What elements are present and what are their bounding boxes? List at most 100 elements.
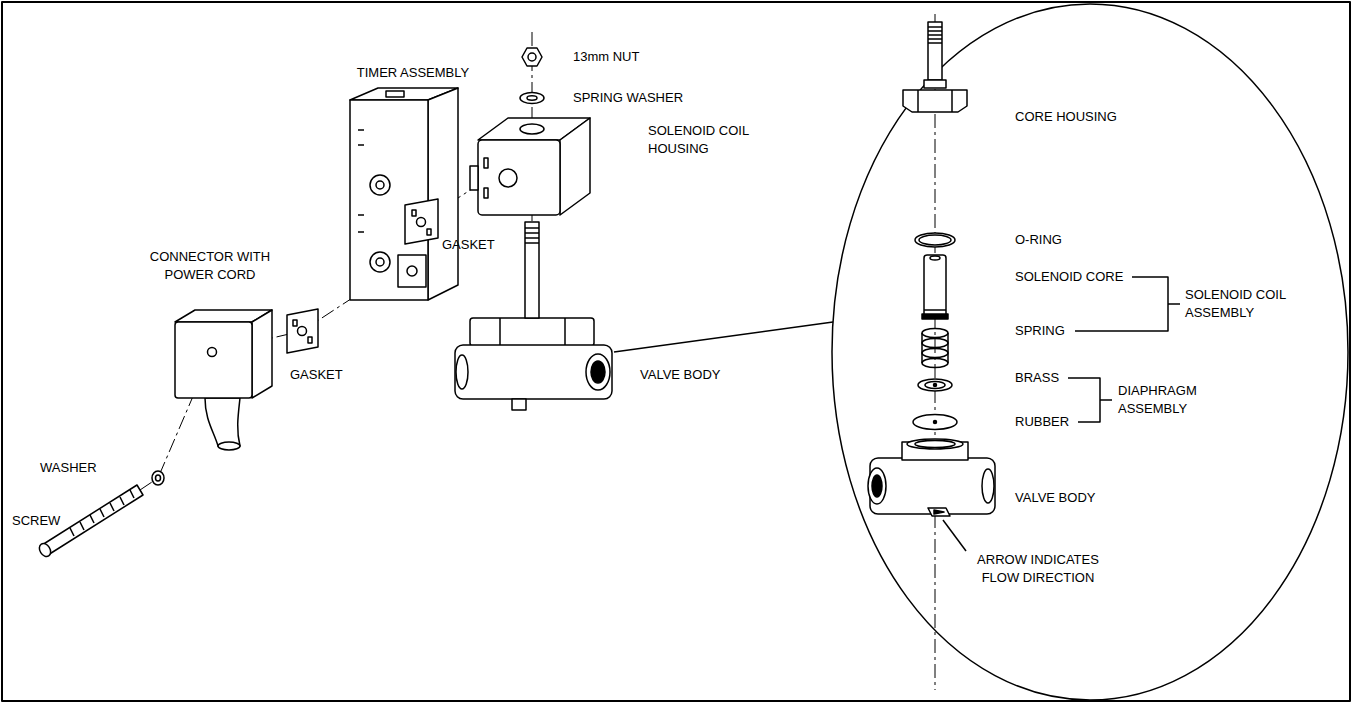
valve-body-detail xyxy=(982,469,994,503)
timer-assembly xyxy=(407,266,417,276)
valve-body xyxy=(591,361,605,383)
gasket xyxy=(287,309,318,353)
valve-body xyxy=(470,318,594,346)
bracket xyxy=(1068,378,1100,422)
brass-diaphragm xyxy=(918,379,952,391)
connector-with-cord xyxy=(252,310,272,398)
spring xyxy=(922,329,948,338)
connector-with-cord xyxy=(175,322,252,398)
timer-assembly xyxy=(386,91,404,97)
spring xyxy=(921,333,923,363)
part-label: GASKET xyxy=(442,236,495,254)
connector-with-cord xyxy=(175,310,272,450)
spring xyxy=(922,339,948,348)
core-housing xyxy=(928,30,942,32)
valve-body xyxy=(525,227,539,229)
screw xyxy=(70,528,74,536)
valve-body-detail xyxy=(907,439,963,449)
valve-body xyxy=(586,354,610,390)
valve-body-detail xyxy=(870,458,995,514)
gasket xyxy=(287,309,318,353)
screw xyxy=(80,522,84,530)
gasket xyxy=(405,199,438,244)
o-ring xyxy=(919,235,951,245)
part-label: DIAPHRAGM ASSEMBLY xyxy=(1118,382,1228,418)
timer-assembly xyxy=(358,214,364,216)
spring-washer xyxy=(520,93,544,104)
part-label: 13mm NUT xyxy=(573,48,639,66)
detail-outline xyxy=(832,4,1348,700)
gasket xyxy=(417,218,426,227)
part-label: SCREW xyxy=(12,512,60,530)
bracket xyxy=(1100,399,1112,401)
spring xyxy=(947,333,949,363)
valve-body xyxy=(455,345,612,399)
spring xyxy=(922,329,948,368)
timer-assembly xyxy=(428,88,458,300)
solenoid-core xyxy=(922,314,948,319)
washer xyxy=(156,475,161,481)
solenoid-coil-housing xyxy=(560,118,590,215)
part-label: BRASS xyxy=(1015,369,1059,387)
core-housing xyxy=(928,22,942,80)
detail-outline xyxy=(614,322,833,352)
valve-body-detail xyxy=(868,439,995,516)
solenoid-coil-housing xyxy=(478,140,560,215)
valve-body-detail xyxy=(928,508,950,516)
part-label: CORE HOUSING xyxy=(1015,108,1117,126)
washer xyxy=(152,471,164,485)
valve-body xyxy=(456,355,468,389)
nut xyxy=(522,48,542,66)
leader-line xyxy=(943,520,966,551)
core-housing xyxy=(903,90,967,112)
part-label: SOLENOID COIL HOUSING xyxy=(648,122,768,158)
valve-body-detail xyxy=(872,475,882,497)
part-label: CONNECTOR WITH POWER CORD xyxy=(135,248,285,284)
spring xyxy=(922,359,948,368)
valve-body xyxy=(512,399,526,410)
valve-body xyxy=(525,232,539,234)
bracket xyxy=(1075,277,1168,331)
gasket xyxy=(293,320,297,326)
o-ring xyxy=(915,233,955,247)
solenoid-core xyxy=(924,309,946,311)
solenoid-core xyxy=(924,255,946,318)
part-label: GASKET xyxy=(290,366,343,384)
washer xyxy=(152,471,164,485)
gasket xyxy=(427,229,431,235)
connector-with-cord xyxy=(208,348,217,357)
core-housing xyxy=(951,90,953,112)
core-housing xyxy=(928,42,942,44)
timer-assembly xyxy=(376,258,384,266)
gasket xyxy=(405,199,438,244)
gasket xyxy=(298,327,307,336)
solenoid-coil-housing xyxy=(484,188,488,198)
assembly-axis xyxy=(140,185,478,490)
screw xyxy=(90,515,94,523)
part-label: SPRING xyxy=(1015,322,1065,340)
connector-with-cord xyxy=(205,398,240,446)
timer-assembly xyxy=(376,181,384,189)
solenoid-coil-housing xyxy=(520,124,544,134)
timer-assembly xyxy=(370,175,390,195)
core-housing xyxy=(903,22,967,112)
rubber-diaphragm xyxy=(913,415,957,430)
rubber-diaphragm xyxy=(934,421,937,424)
timer-assembly xyxy=(398,255,426,287)
part-label: VALVE BODY xyxy=(1015,489,1095,507)
solenoid-coil-housing xyxy=(484,158,488,168)
solenoid-coil-housing xyxy=(499,169,517,187)
solenoid-coil-housing xyxy=(470,166,478,190)
core-housing xyxy=(917,90,919,112)
core-housing xyxy=(924,80,946,88)
timer-assembly xyxy=(358,144,364,146)
detail-outline xyxy=(614,4,1348,700)
timer-assembly xyxy=(350,88,458,300)
timer-assembly xyxy=(370,252,390,272)
assembly-axis xyxy=(935,14,936,690)
brass-diaphragm xyxy=(925,382,945,389)
part-label: SOLENOID COIL ASSEMBLY xyxy=(1185,286,1325,322)
part-label: SPRING WASHER xyxy=(573,89,683,107)
